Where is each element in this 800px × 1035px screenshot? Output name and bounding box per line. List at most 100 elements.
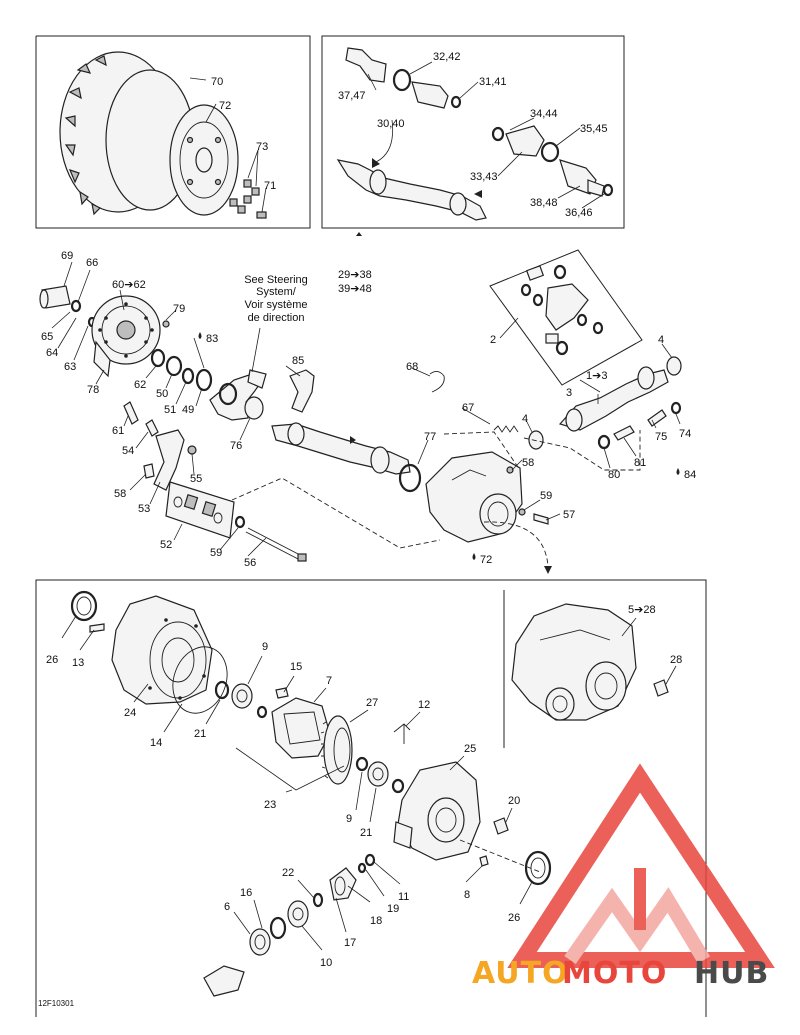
callout: 16 (240, 887, 252, 899)
callout: 54 (122, 445, 134, 457)
callout: 2 (490, 334, 496, 346)
callout: 58 (114, 488, 126, 500)
brand-moto: MOTO (562, 956, 667, 991)
callout: 25 (464, 743, 476, 755)
callout: 83 (206, 333, 218, 345)
callout: 9 (346, 813, 352, 825)
callout: 9 (262, 641, 268, 653)
callout: 34,44 (530, 108, 558, 120)
callout: 57 (563, 509, 575, 521)
callout: 4 (522, 413, 528, 425)
callout: 71 (264, 180, 276, 192)
steering-note-line3: Voir système (245, 299, 308, 311)
callout: 24 (124, 707, 136, 719)
callout: 1➔3 (586, 370, 607, 382)
callout: 3 (566, 387, 572, 399)
steering-note-line4: de direction (248, 312, 305, 324)
callout: 4 (658, 334, 664, 346)
callout: 5➔28 (628, 604, 656, 616)
steering-note-line1: See Steering (244, 274, 308, 286)
callout: 63 (64, 361, 76, 373)
drawing-code: 12F10301 (38, 999, 75, 1008)
callout: 21 (194, 728, 206, 740)
callout: 85 (292, 355, 304, 367)
callout: 67 (462, 402, 474, 414)
callout: 7 (326, 675, 332, 687)
callout: 6 (224, 901, 230, 913)
callout: 21 (360, 827, 372, 839)
callout: 60➔62 (112, 279, 146, 291)
callout: 33,43 (470, 171, 498, 183)
wheel-assembly (59, 51, 267, 219)
callout: 22 (282, 867, 294, 879)
callout: 50 (156, 388, 168, 400)
callout: 36,46 (565, 207, 593, 219)
callout: 75 (655, 431, 667, 443)
reference-range-1: 29➔38 (338, 269, 372, 281)
callout: 14 (150, 737, 162, 749)
callout: 76 (230, 440, 242, 452)
callout: 78 (87, 384, 99, 396)
callout: 37,47 (338, 90, 366, 102)
callout: 49 (182, 404, 194, 416)
callout: 10 (320, 957, 332, 969)
callout: 31,41 (479, 76, 507, 88)
callout: 52 (160, 539, 172, 551)
hub-knuckle-assembly (39, 261, 315, 562)
callout: 80 (608, 469, 620, 481)
oil-drop-icon (472, 553, 476, 560)
callout: 65 (41, 331, 53, 343)
callout: 51 (164, 404, 176, 416)
callout: 26 (46, 654, 58, 666)
callout: 79 (173, 303, 185, 315)
callout: 55 (190, 473, 202, 485)
callout: 59 (210, 547, 222, 559)
callout: 59 (540, 490, 552, 502)
callout: 12 (418, 699, 430, 711)
callout: 19 (387, 903, 399, 915)
callout: 73 (256, 141, 268, 153)
callout: 32,42 (433, 51, 461, 63)
callout: 62 (134, 379, 146, 391)
callout: 30,40 (377, 118, 405, 130)
steering-note-line2: System/ (256, 286, 297, 298)
callout: 69 (61, 250, 73, 262)
callout: 58 (522, 457, 534, 469)
callout: 28 (670, 654, 682, 666)
callout: 72 (219, 100, 231, 112)
callout: 27 (366, 697, 378, 709)
callout: 35,45 (580, 123, 608, 135)
oil-drop-icon (676, 468, 680, 475)
callout: 66 (86, 257, 98, 269)
callout: 13 (72, 657, 84, 669)
callout: 20 (508, 795, 520, 807)
callout: 26 (508, 912, 520, 924)
brand-hub: HUB (694, 956, 769, 991)
callout: 81 (634, 457, 646, 469)
wheel-nuts (229, 179, 260, 214)
brand-auto: AUTO (472, 956, 569, 991)
callout: 15 (290, 661, 302, 673)
callout: 56 (244, 557, 256, 569)
automotohub-watermark: AUTO MOTO HUB (472, 763, 775, 991)
propeller-shaft-differential (231, 264, 682, 574)
callout: 77 (424, 431, 436, 443)
half-shaft (271, 422, 422, 493)
callout: 72 (480, 554, 492, 566)
callout: 64 (46, 347, 58, 359)
reference-range-2: 39➔48 (338, 283, 372, 295)
callout: 11 (398, 891, 409, 903)
automotohub-logo-icon (507, 763, 775, 968)
diagram-notes: See Steering System/ Voir système de dir… (38, 269, 372, 1008)
callout: 38,48 (530, 197, 558, 209)
differential-exploded (61, 590, 552, 997)
callout: 84 (684, 469, 696, 481)
drive-shaft-assembly (336, 47, 614, 236)
callout-labels: 70 72 73 71 32,42 37,47 31,41 30,40 34,4… (41, 51, 696, 969)
callout: 17 (344, 937, 356, 949)
panel-frames (35, 35, 707, 1017)
callout: 61 (112, 425, 124, 437)
callout: 53 (138, 503, 150, 515)
callout: 23 (264, 799, 276, 811)
callout: 74 (679, 428, 691, 440)
